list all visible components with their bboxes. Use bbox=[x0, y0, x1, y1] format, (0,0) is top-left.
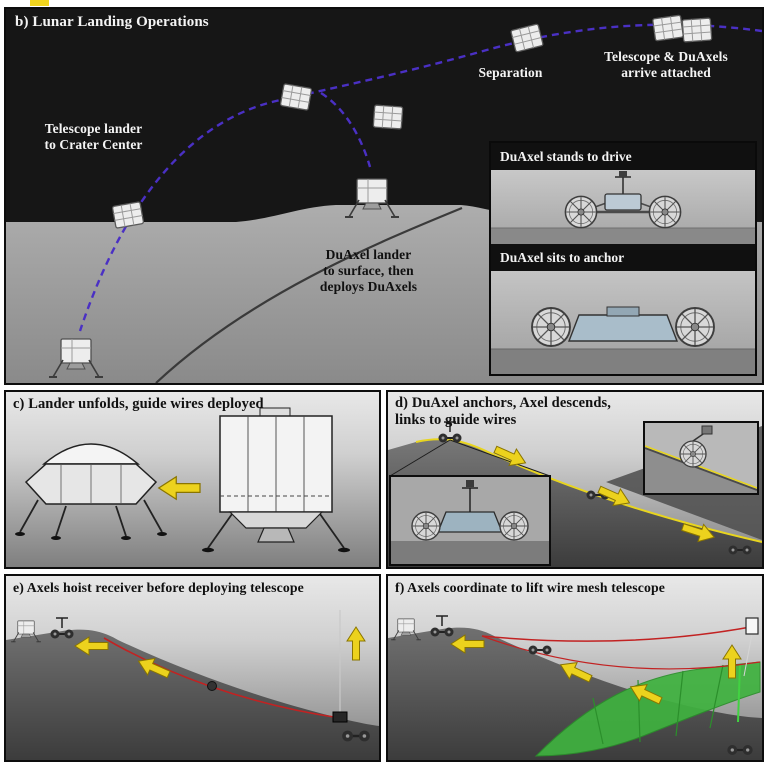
suspension-wire-red-upper bbox=[481, 625, 757, 642]
anchored-duaxel-icon bbox=[437, 421, 463, 444]
lift-telescope-illustration bbox=[388, 576, 762, 760]
panel-duaxel-anchors: d) DuAxel anchors, Axel descends, links … bbox=[386, 390, 764, 569]
spacecraft-icon bbox=[111, 201, 145, 229]
wheel-icon bbox=[648, 195, 682, 229]
inset-stands-label: DuAxel stands to drive bbox=[500, 149, 632, 164]
lander-unfolded-icon bbox=[15, 443, 167, 540]
receiver-suspension-line bbox=[743, 633, 753, 677]
receiver-icon bbox=[332, 711, 348, 723]
wheel-icon bbox=[679, 440, 707, 468]
spacecraft-icon bbox=[372, 104, 404, 130]
spacecraft-icon bbox=[681, 17, 713, 43]
panel-axels-lift-telescope: f) Axels coordinate to lift wire mesh te… bbox=[386, 574, 764, 762]
panel-axels-hoist-receiver: e) Axels hoist receiver before deploying… bbox=[4, 574, 381, 762]
wheel-icon bbox=[411, 511, 441, 541]
crater-slope-terrain bbox=[388, 627, 762, 760]
panel-d-title: d) DuAxel anchors, Axel descends, links … bbox=[395, 395, 611, 429]
anchored-duaxel-inset bbox=[389, 475, 551, 566]
duaxel-standing-illustration bbox=[491, 170, 755, 244]
trajectory-main bbox=[78, 23, 762, 332]
wheel-slope-inset bbox=[643, 421, 759, 495]
panel-b-title: b) Lunar Landing Operations bbox=[15, 14, 209, 30]
crater-wall-profile bbox=[155, 206, 463, 383]
duaxel-sitting-icon bbox=[491, 271, 755, 374]
lander-folded-icon bbox=[202, 407, 350, 553]
anchored-duaxel-icon bbox=[429, 615, 455, 638]
duaxel-sitting-illustration bbox=[491, 271, 755, 374]
spacecraft-icon bbox=[651, 14, 685, 42]
wheel-icon bbox=[564, 195, 598, 229]
duaxel-anchor-illustration bbox=[388, 392, 762, 567]
label-duaxel-lander: DuAxel lander to surface, then deploys D… bbox=[319, 247, 418, 294]
panel-e-title: e) Axels hoist receiver before deploying… bbox=[13, 580, 304, 595]
receiver-icon bbox=[745, 617, 759, 635]
hoist-receiver-illustration bbox=[6, 576, 379, 760]
crater-slope-terrain bbox=[6, 629, 379, 760]
suspension-wire-red-lower bbox=[481, 635, 761, 670]
anchored-duaxel-icon bbox=[49, 617, 75, 640]
panel-c-title: c) Lander unfolds, guide wires deployed bbox=[13, 396, 264, 412]
spacecraft-icon bbox=[279, 83, 313, 111]
inset-sits-label: DuAxel sits to anchor bbox=[500, 250, 625, 265]
duaxel-modes-inset: DuAxel stands to drive bbox=[489, 141, 757, 376]
panel-lander-unfolds: c) Lander unfolds, guide wires deployed bbox=[4, 390, 381, 569]
label-separation: Separation bbox=[478, 65, 543, 80]
cropped-arrow-fragment bbox=[30, 0, 49, 6]
wheel-icon bbox=[499, 511, 529, 541]
duaxel-standing-icon bbox=[491, 170, 755, 244]
lander-unfold-illustration bbox=[6, 392, 379, 567]
panel-lunar-landing-operations: b) Lunar Landing Operations Telescope la… bbox=[4, 7, 764, 385]
receiver-on-wire-icon bbox=[207, 681, 217, 691]
panel-f-title: f) Axels coordinate to lift wire mesh te… bbox=[395, 580, 665, 595]
wheel-icon bbox=[675, 307, 715, 347]
wheel-icon bbox=[531, 307, 571, 347]
wire-mesh-telescope bbox=[534, 661, 761, 757]
label-arrive-attached: Telescope & DuAxels arrive attached bbox=[604, 49, 728, 80]
label-telescope-lander: Telescope lander to Crater Center bbox=[44, 121, 143, 152]
